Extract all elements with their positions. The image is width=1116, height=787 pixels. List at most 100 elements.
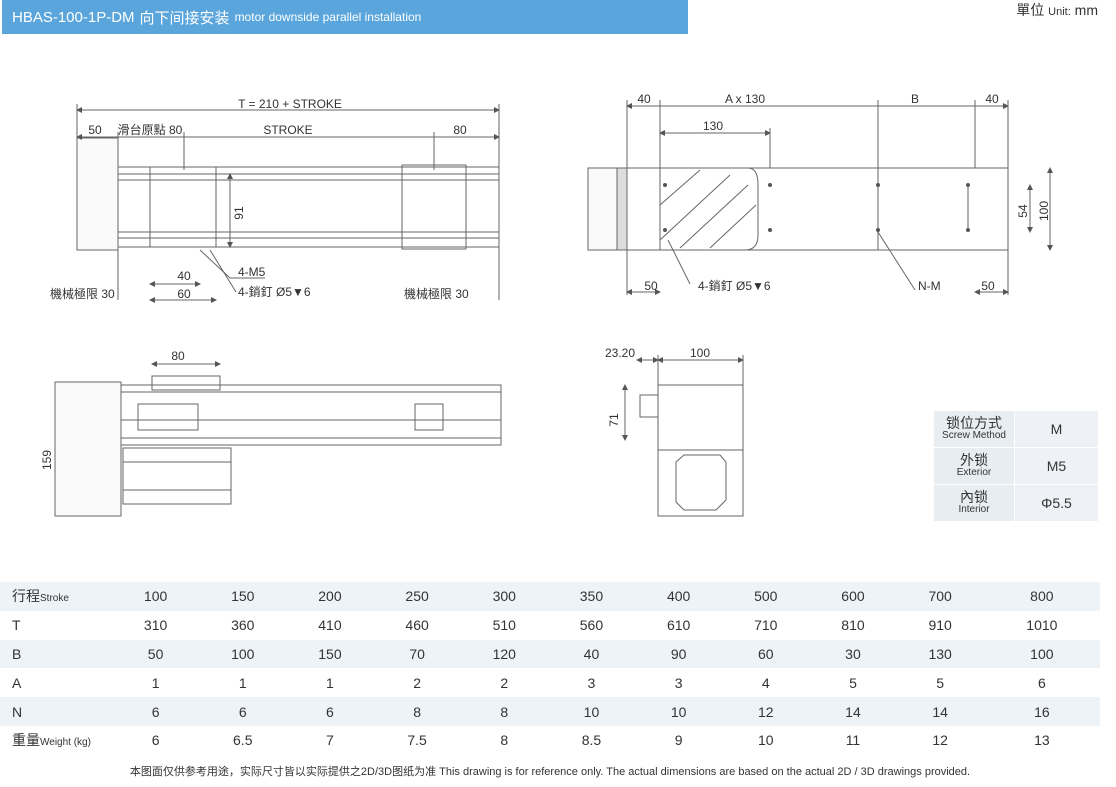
dim-pin: 4-銷釘 Ø5▼6 bbox=[238, 284, 311, 299]
lock-label-en: Interior bbox=[958, 504, 990, 516]
spec-row-header: A bbox=[0, 668, 112, 697]
dim-stroke: STROKE bbox=[263, 123, 312, 137]
dim-limit-left: 機械極限 30 bbox=[50, 286, 115, 301]
spec-cell: 1 bbox=[151, 674, 160, 691]
spec-cell: 14 bbox=[809, 697, 897, 726]
spec-label-en: Stroke bbox=[40, 593, 69, 605]
spec-cell: 100 bbox=[199, 639, 287, 669]
dim-50: 50 bbox=[88, 123, 102, 137]
dim-m5: 4-M5 bbox=[238, 265, 266, 279]
dim-40: 40 bbox=[177, 269, 191, 283]
spec-cell: 610 bbox=[666, 617, 691, 634]
spec-label-cn: 行程 bbox=[12, 588, 40, 605]
spec-cell: 800 bbox=[983, 582, 1100, 611]
spec-cell: 5 bbox=[849, 674, 857, 691]
spec-cell: 10 bbox=[635, 697, 723, 726]
spec-cell: 6 bbox=[286, 697, 374, 726]
spec-cell: 250 bbox=[373, 582, 461, 611]
top-dim-50a: 50 bbox=[644, 279, 658, 293]
spec-cell: 40 bbox=[547, 639, 636, 669]
side-dim-159: 159 bbox=[40, 450, 54, 470]
front-view bbox=[76, 104, 500, 303]
spec-cell: 150 bbox=[199, 582, 287, 611]
lock-label-en: Screw Method bbox=[942, 430, 1006, 442]
side-view-labels: 80 159 bbox=[40, 349, 185, 470]
top-dim-40b: 40 bbox=[985, 92, 999, 106]
spec-cell: 12 bbox=[722, 697, 810, 726]
spec-cell: 16 bbox=[983, 697, 1100, 726]
spec-cell: 6 bbox=[199, 697, 287, 726]
dim-80: 80 bbox=[453, 123, 467, 137]
dim-60: 60 bbox=[177, 287, 191, 301]
spec-cell: 200 bbox=[286, 582, 374, 611]
spec-cell: 600 bbox=[809, 582, 897, 611]
front-view-labels: T = 210 + STROKE 50 滑台原點 80 STROKE 80 91… bbox=[50, 97, 469, 301]
spec-cell: 7.5 bbox=[407, 732, 427, 749]
spec-cell: 460 bbox=[405, 617, 429, 634]
spec-row-header: B bbox=[0, 639, 112, 669]
spec-cell: 8 bbox=[460, 697, 548, 726]
spec-cell: 700 bbox=[896, 582, 984, 611]
lock-value: M5 bbox=[1014, 447, 1099, 485]
spec-cell: 410 bbox=[318, 617, 342, 634]
spec-cell: 6 bbox=[1037, 674, 1046, 691]
spec-cell: 1 bbox=[326, 674, 334, 691]
spec-row-header: 行程Stroke bbox=[0, 582, 112, 611]
top-dim-54: 54 bbox=[1016, 204, 1030, 218]
spec-cell: 130 bbox=[896, 639, 984, 669]
spec-cell: 100 bbox=[112, 582, 200, 611]
lock-label-cn: 锁位方式 bbox=[946, 415, 1002, 432]
spec-cell: 500 bbox=[722, 582, 810, 611]
spec-cell: 7 bbox=[326, 732, 334, 749]
spec-cell: 8 bbox=[373, 697, 461, 726]
spec-label-en: Weight (kg) bbox=[40, 737, 91, 749]
lock-value: Φ5.5 bbox=[1014, 484, 1099, 522]
title-chinese: 向下间接安装 bbox=[139, 9, 230, 27]
spec-cell: 70 bbox=[373, 639, 461, 669]
top-view bbox=[587, 100, 1053, 295]
spec-cell: 2 bbox=[500, 674, 509, 691]
spec-cell: 13 bbox=[1034, 732, 1050, 749]
spec-cell: 9 bbox=[674, 732, 683, 749]
top-dim-100: 100 bbox=[1037, 201, 1051, 221]
end-view bbox=[622, 355, 744, 517]
spec-cell: 5 bbox=[936, 674, 945, 691]
lock-value: M bbox=[1014, 410, 1099, 448]
spec-cell: 12 bbox=[932, 732, 948, 749]
spec-cell: 810 bbox=[841, 617, 865, 634]
lock-label-en: Exterior bbox=[956, 467, 992, 479]
top-dim-b: B bbox=[911, 92, 919, 106]
spec-cell: 310 bbox=[143, 617, 168, 634]
spec-label-cn: A bbox=[12, 674, 22, 691]
spec-cell: 3 bbox=[587, 674, 596, 691]
unit-en: Unit: bbox=[1048, 6, 1071, 18]
unit-value: mm bbox=[1074, 2, 1098, 18]
title-english: motor downside parallel installation bbox=[234, 10, 422, 24]
spec-label-cn: 重量 bbox=[12, 732, 40, 749]
spec-cell: 30 bbox=[809, 639, 897, 669]
spec-cell: 350 bbox=[547, 582, 636, 611]
spec-row-header: N bbox=[0, 697, 112, 726]
spec-cell: 10 bbox=[547, 697, 636, 726]
spec-cell: 2 bbox=[413, 674, 421, 691]
top-view-holes bbox=[663, 183, 970, 232]
top-dim-nm: N-M bbox=[918, 279, 941, 293]
spec-cell: 6 bbox=[151, 732, 160, 749]
lock-label-cn: 內锁 bbox=[960, 489, 988, 506]
spec-label-cn: T bbox=[12, 617, 21, 634]
spec-cell: 510 bbox=[492, 617, 516, 634]
model-name: HBAS-100-1P-DM bbox=[12, 8, 135, 26]
